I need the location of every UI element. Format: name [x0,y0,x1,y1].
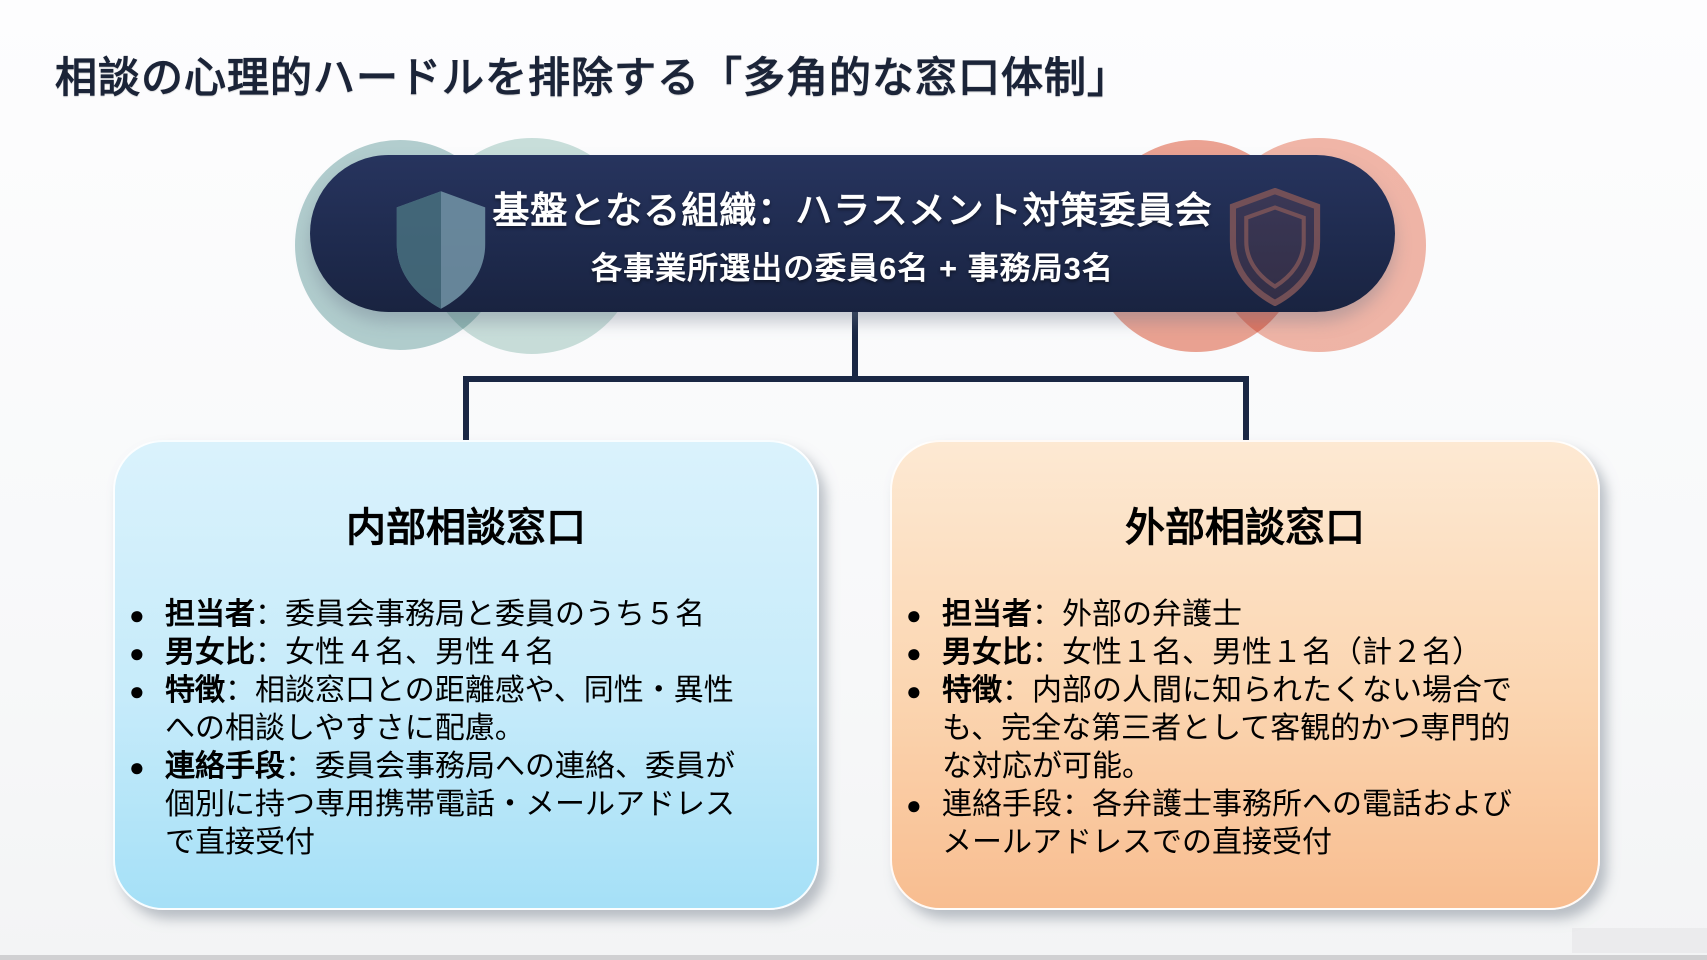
bullet-text: ：相談窓口との距離感や、同性・異性への相談しやすさに配慮。 [165,674,734,745]
bullet-label: 担当者 [165,598,255,631]
internal-panel-title: 内部相談窓口 [346,506,586,550]
bullet-text: ：各弁護士事務所への電話およびメールアドレスでの直接受付 [942,788,1512,859]
connector-stem [852,310,858,380]
external-consultation-panel: 外部相談窓口 ● 担当者：外部の弁護士 ● 男女比：女性１名、男性１名（計２名） ●… [890,440,1600,910]
shield-outline-icon [1223,187,1327,307]
list-item: ● 特徴：相談窓口との距離感や、同性・異性への相談しやすさに配慮。 [129,672,749,748]
bullet-text: ：女性１名、男性１名（計２名） [1032,636,1482,669]
bullet-text: ：内部の人間に知られたくない場合でも、完全な第三者として客観的かつ専門的な対応が… [942,674,1512,783]
list-item: ● 特徴：内部の人間に知られたくない場合でも、完全な第三者として客観的かつ専門的な… [906,672,1526,786]
list-item: ● 連絡手段：各弁護士事務所への電話およびメールアドレスでの直接受付 [906,786,1526,862]
bullet-text: ：外部の弁護士 [1032,598,1242,631]
bullet-text: ：女性４名、男性４名 [255,636,555,669]
page-title: 相談の心理的ハードルを排除する「多角的な窓口体制」 [55,54,1131,101]
bullet-text: ：委員会事務局への連絡、委員が個別に持つ専用携帯電話・メールアドレスで直接受付 [165,750,735,859]
bullet-icon: ● [906,790,922,820]
list-item: ● 男女比：女性１名、男性１名（計２名） [906,634,1526,672]
bullet-label: 連絡手段 [165,750,285,783]
bullet-icon: ● [906,676,922,706]
bullet-icon: ● [906,638,922,668]
bullet-icon: ● [129,638,145,668]
bullet-icon: ● [129,752,145,782]
shield-icon [385,188,497,312]
internal-consultation-panel: 内部相談窓口 ● 担当者：委員会事務局と委員のうち５名 ● 男女比：女性４名、男性４… [113,440,819,910]
bullet-icon: ● [129,600,145,630]
list-item: ● 男女比：女性４名、男性４名 [129,634,749,672]
connector-horizontal [463,376,1249,382]
list-item: ● 担当者：外部の弁護士 [906,596,1526,634]
banner-subtitle: 各事業所選出の委員6名 + 事務局3名 [591,250,1114,286]
connector-right-drop [1243,376,1249,442]
bullet-label: 男女比 [165,636,255,669]
bottom-edge-strip [0,955,1707,960]
list-item: ● 連絡手段：委員会事務局への連絡、委員が個別に持つ専用携帯電話・メールアドレスで… [129,748,749,862]
banner-title: 基盤となる組織：ハラスメント対策委員会 [492,189,1213,231]
bullet-text: ：委員会事務局と委員のうち５名 [255,598,705,631]
committee-banner: 基盤となる組織：ハラスメント対策委員会 各事業所選出の委員6名 + 事務局3名 [310,155,1395,312]
bullet-icon: ● [906,600,922,630]
external-bullet-list: ● 担当者：外部の弁護士 ● 男女比：女性１名、男性１名（計２名） ● 特徴：内部の人… [906,596,1526,862]
bullet-label: 男女比 [942,636,1032,669]
bullet-icon: ● [129,676,145,706]
list-item: ● 担当者：委員会事務局と委員のうち５名 [129,596,749,634]
external-panel-title: 外部相談窓口 [1125,506,1365,550]
bullet-label: 特徴 [942,674,1002,707]
watermark-area [1572,928,1707,953]
connector-left-drop [463,376,469,442]
internal-bullet-list: ● 担当者：委員会事務局と委員のうち５名 ● 男女比：女性４名、男性４名 ● 特徴：相… [129,596,749,862]
bullet-label: 特徴 [165,674,225,707]
bullet-label: 連絡手段 [942,788,1062,821]
bullet-label: 担当者 [942,598,1032,631]
